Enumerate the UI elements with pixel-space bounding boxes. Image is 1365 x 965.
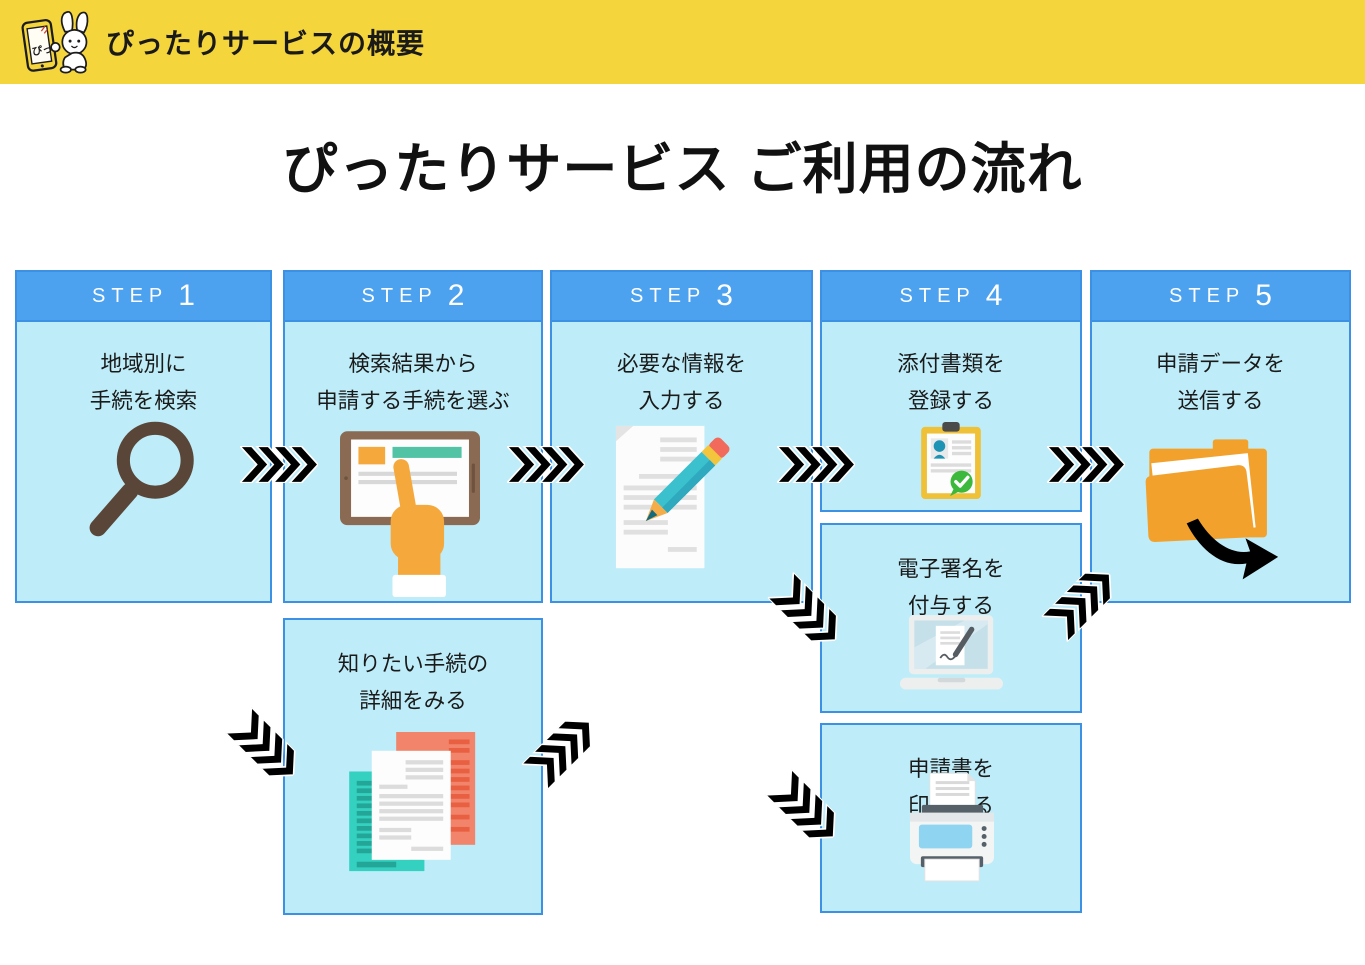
step-text-line: 付与する [907,594,994,618]
header-title: ぴったりサービスの概要 [106,28,426,59]
chevron-up-right-icon [1041,561,1122,643]
procedure-detail-box: 知りたい手続の 詳細をみる [283,618,543,915]
e-signature-description: 電子署名を 付与する [822,551,1080,625]
step-number: 4 [985,279,1003,312]
step-3-box: STEP 3 必要な情報を 入力する [550,270,813,603]
chevron-down-right-icon [765,768,846,850]
procedure-detail-description: 知りたい手続の 詳細をみる [285,646,541,720]
step-number: 5 [1255,279,1272,312]
step-4-box: STEP 4 添付書類を 登録する [820,270,1082,512]
step-1-header: STEP 1 [17,272,270,322]
print-application-box: 申請書を 印刷する [820,723,1082,913]
step-text-line: 添付書類を [897,352,1005,376]
step-1-box: STEP 1 地域別に 手続を検索 [15,270,272,603]
step-5-box: STEP 5 申請データを 送信する [1090,270,1351,603]
step-4-description: 添付書類を 登録する [822,346,1080,420]
step-label: STEP [899,284,976,307]
step-3-header: STEP 3 [552,272,811,322]
step-2-description: 検索結果から 申請する手続を選ぶ [285,346,541,420]
step-text-line: 登録する [907,389,994,413]
app-header: ぴっ ぴったりサービスの概要 [0,0,1365,84]
step-5-description: 申請データを 送信する [1092,346,1349,420]
printer-icon [910,772,994,882]
pittari-mascot-icon: ぴっ [21,10,89,74]
step-text-line: 申請データを [1155,352,1285,376]
chevron-down-right-icon [767,571,848,653]
step-text-line: 知りたい手続の [337,652,489,676]
step-text-line: 入力する [638,389,725,413]
step-text-line: 地域別に [100,352,187,376]
step-5-header: STEP 5 [1092,272,1349,322]
laptop-signature-icon [900,615,1003,690]
chevron-down-right-icon [225,706,306,788]
step-1-description: 地域別に 手続を検索 [17,346,270,420]
chevron-right-icon [777,446,855,483]
chevron-up-right-icon [521,709,602,791]
step-text-line: 電子署名を [897,557,1005,581]
mascot-phone-text: ぴっ [31,42,53,58]
document-pencil-icon [615,425,730,569]
step-3-description: 必要な情報を 入力する [552,346,811,420]
stacked-documents-icon [349,732,476,872]
chevron-right-icon [240,446,318,483]
step-number: 3 [716,279,733,312]
step-label: STEP [361,284,438,307]
step-text-line: 必要な情報を [616,352,746,376]
step-text-line: 送信する [1177,389,1264,413]
step-text-line: 詳細をみる [359,689,467,713]
step-label: STEP [1169,284,1246,307]
chevron-right-icon [507,446,585,483]
magnifier-icon [89,421,194,537]
step-number: 2 [447,279,465,312]
step-label: STEP [630,284,707,307]
step-text-line: 申請する手続を選ぶ [316,389,510,413]
step-number: 1 [178,279,195,312]
step-text-line: 手続を検索 [89,389,198,413]
folder-send-icon [1145,439,1279,580]
clipboard-check-icon [921,422,981,499]
page-title: ぴったりサービス ご利用の流れ [282,138,1083,200]
tablet-tap-icon [340,431,481,597]
step-2-header: STEP 2 [285,272,541,322]
step-text-line: 検索結果から [348,352,478,376]
step-2-box: STEP 2 検索結果から 申請する手続を選ぶ [283,270,543,603]
chevron-right-icon [1047,446,1125,483]
step-label: STEP [92,284,169,307]
step-4-header: STEP 4 [822,272,1080,322]
